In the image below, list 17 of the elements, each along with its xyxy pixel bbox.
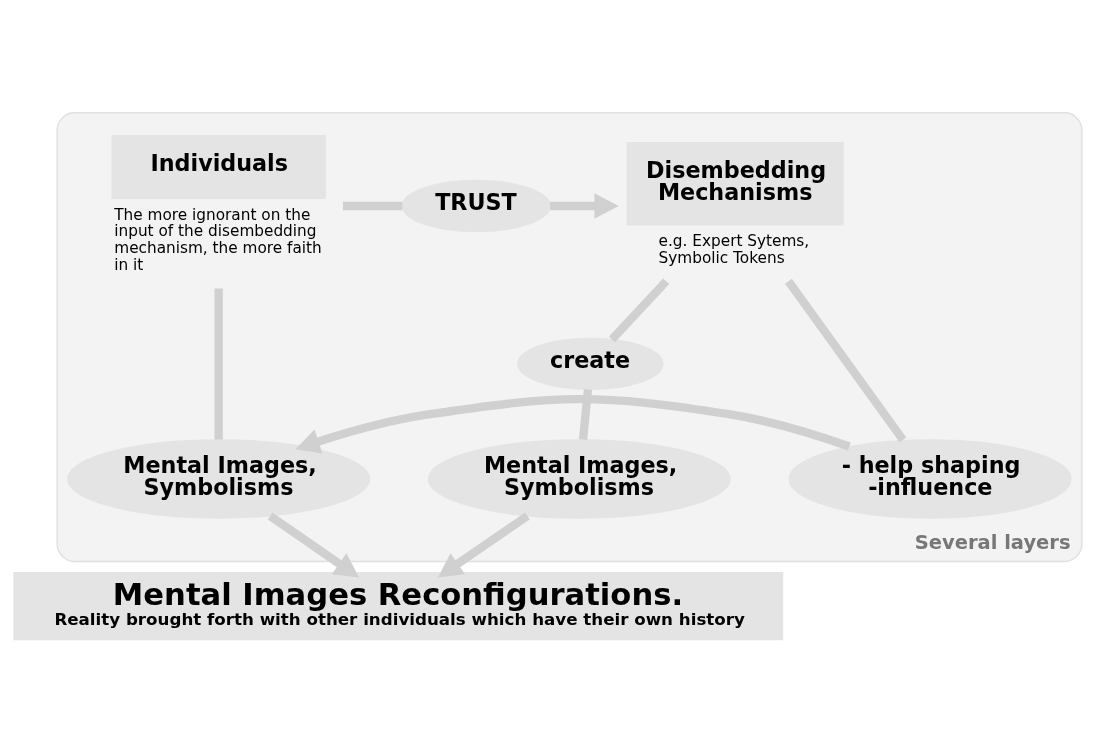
- arrow: [295, 394, 851, 454]
- arrow: [437, 512, 530, 577]
- node-ellipse: TRUST: [401, 179, 551, 232]
- node-ellipse: Mental Images, Symbolisms: [427, 438, 731, 519]
- node-ellipse: create: [517, 337, 664, 390]
- arrow: [550, 192, 619, 219]
- node-label: The more ignorant on the input of the disembedding mechanism, the more faith in it: [114, 205, 322, 274]
- node-label: e.g. Expert Sytems, Symbolic Tokens: [658, 231, 810, 267]
- connector: [342, 201, 403, 210]
- node-box: Mental Images Reconfigurations. Reality brought forth with other individuals which have their own history: [13, 571, 784, 640]
- connector: [608, 277, 670, 342]
- connector: [578, 388, 593, 440]
- connector: [785, 278, 907, 442]
- connector: [214, 287, 223, 439]
- arrow: [267, 512, 360, 577]
- node-ellipse: - help shaping -influence: [788, 438, 1072, 519]
- node-ellipse: Mental Images, Symbolisms: [67, 438, 371, 519]
